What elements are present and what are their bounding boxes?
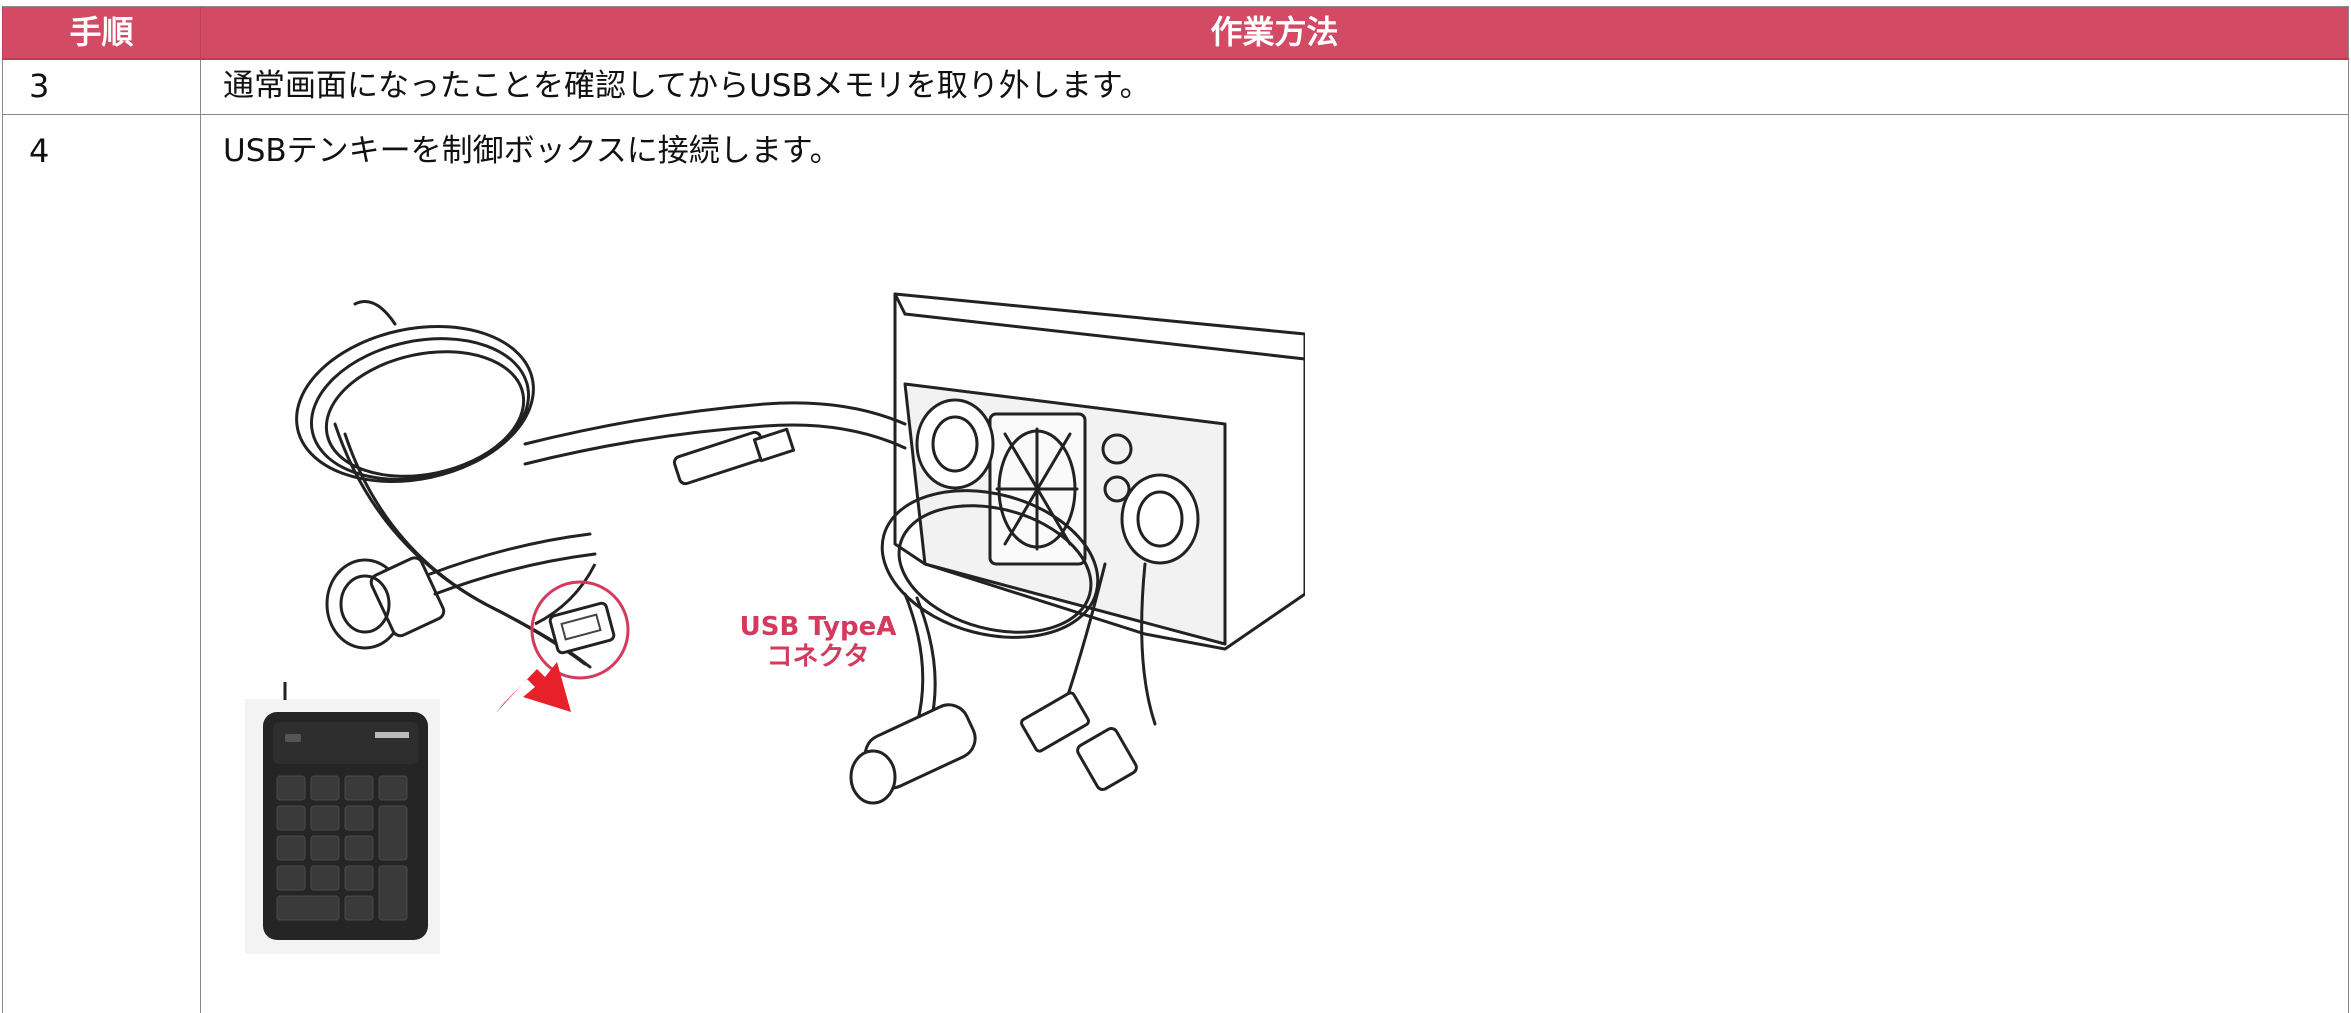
coiled-cable xyxy=(295,300,907,669)
step-number: 3 xyxy=(2,60,200,114)
step-number: 4 xyxy=(2,115,200,1013)
callout-line-2: コネクタ xyxy=(766,642,870,672)
usb-connector-label: USB TypeA コネクタ xyxy=(728,612,908,672)
usb-keypad-image xyxy=(245,682,440,954)
power-cables xyxy=(849,489,1157,805)
procedure-table: 手順 作業方法 3 通常画面になったことを確認してからUSBメモリを取り外します… xyxy=(2,6,2349,1013)
header-method: 作業方法 xyxy=(200,7,2349,58)
callout-line-1: USB TypeA xyxy=(739,612,897,642)
step-method: 通常画面になったことを確認してからUSBメモリを取り外します。 xyxy=(200,60,2349,114)
header-step: 手順 xyxy=(2,7,200,58)
keypad-connection-illustration xyxy=(245,292,1305,954)
table-row: 4 USBテンキーを制御ボックスに接続します。 xyxy=(2,115,2349,1013)
control-box xyxy=(893,292,1305,651)
usb-connector xyxy=(530,563,630,680)
table-row: 3 通常画面になったことを確認してからUSBメモリを取り外します。 xyxy=(2,60,2349,115)
table-header-row: 手順 作業方法 xyxy=(2,7,2349,60)
red-arrow-icon xyxy=(496,662,571,713)
highlight-circle xyxy=(530,580,630,680)
step-method: USBテンキーを制御ボックスに接続します。 xyxy=(200,115,2349,1013)
